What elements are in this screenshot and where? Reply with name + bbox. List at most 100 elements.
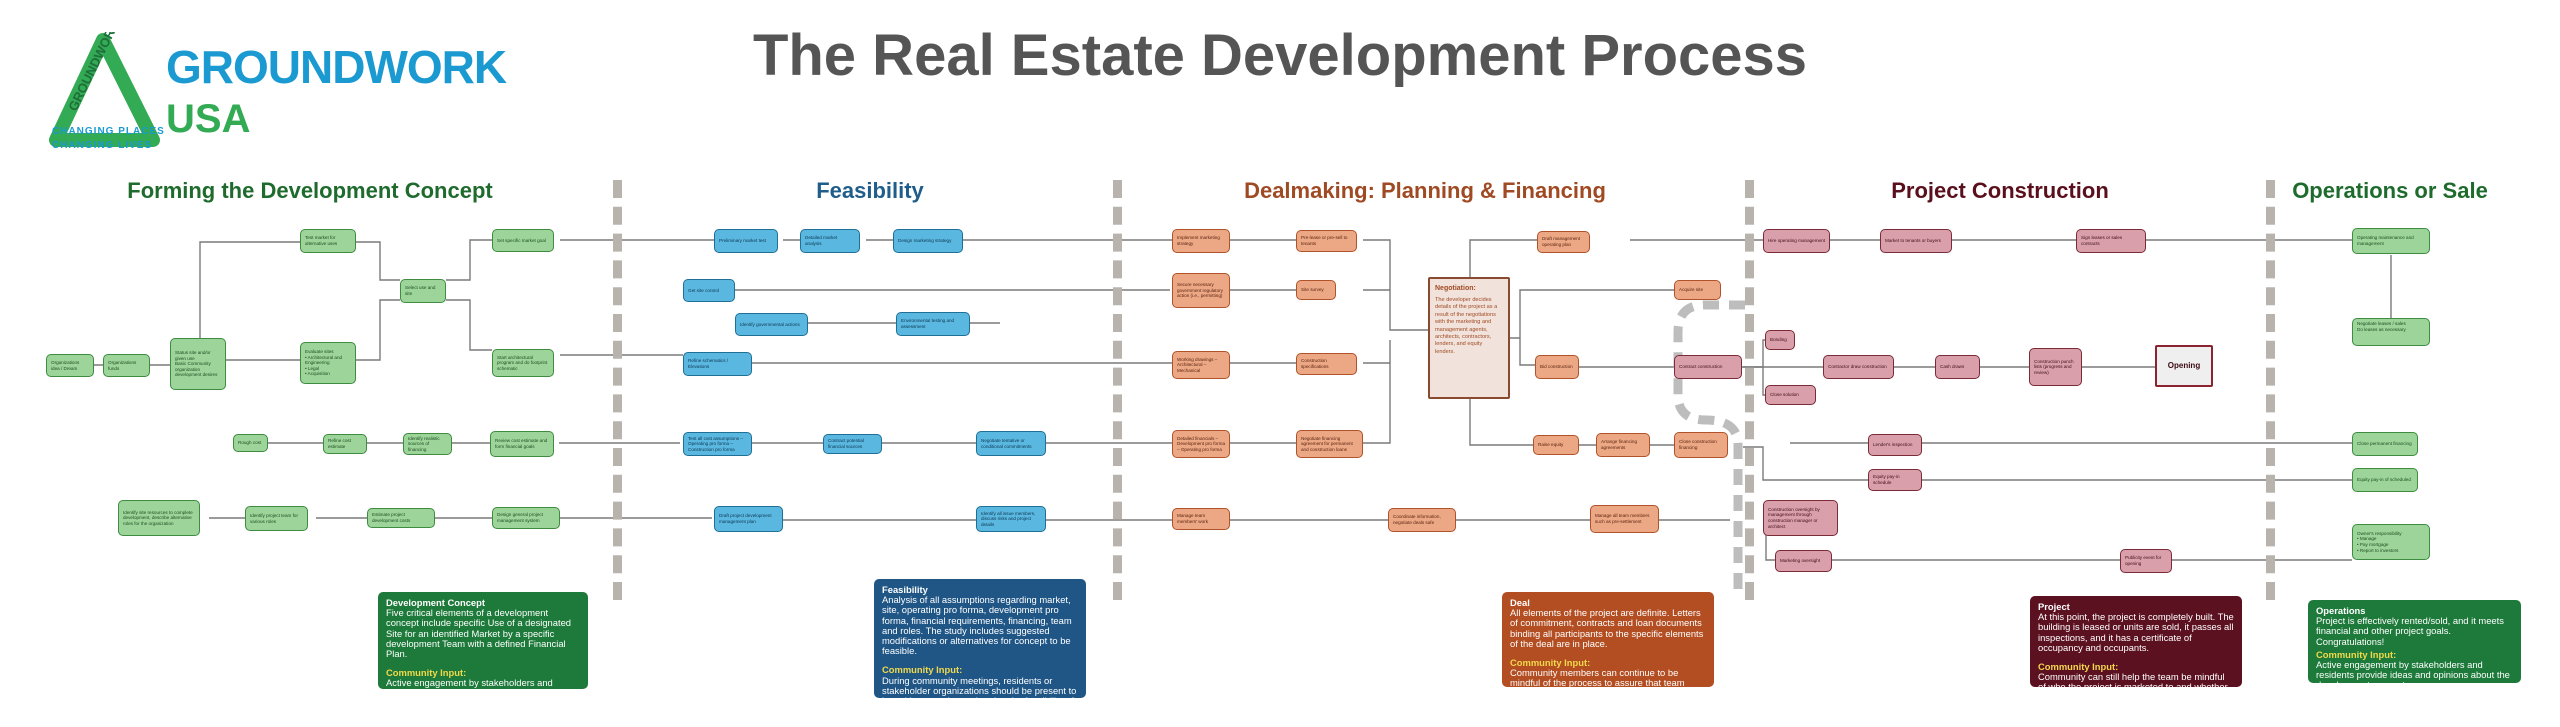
info-heading: Deal bbox=[1510, 597, 1530, 608]
info-community-label: Community Input: bbox=[2316, 648, 2397, 660]
step-node: Test market for alternative uses bbox=[300, 229, 356, 253]
step-node: Manage all team members such as pre-sett… bbox=[1590, 505, 1659, 533]
section-header-dealmaking: Dealmaking: Planning & Financing bbox=[1244, 178, 1606, 203]
step-node: Working drawings – Architectural – Mecha… bbox=[1172, 351, 1230, 379]
info-community-label: Community Input: bbox=[882, 664, 963, 676]
info-body: Five critical elements of a development … bbox=[386, 607, 572, 660]
step-node: Detailed market analysis bbox=[800, 229, 860, 253]
step-node: Rough cost bbox=[233, 434, 268, 452]
step-node: Raise equity bbox=[1533, 435, 1579, 455]
step-node: Bid construction bbox=[1535, 355, 1579, 379]
info-body: All elements of the project are definite… bbox=[1510, 607, 1704, 649]
opening-box: Opening bbox=[2155, 345, 2213, 387]
step-node: Identify all issue members, discuss risk… bbox=[976, 506, 1046, 532]
step-node: Marketing oversight bbox=[1775, 550, 1832, 572]
logo-tagline-2: CHANGING LIVES bbox=[52, 140, 153, 151]
step-node: Draft management operating plan bbox=[1537, 231, 1590, 253]
step-node: Manage team members' work bbox=[1172, 508, 1230, 530]
info-community-text: Active engagement by stakeholders and re… bbox=[2316, 659, 2510, 691]
step-node: Contract construction bbox=[1674, 355, 1742, 379]
info-box-development-concept: Development Concept Five critical elemen… bbox=[378, 592, 588, 708]
section-header-feasibility: Feasibility bbox=[816, 178, 924, 203]
step-node: Secure necessary government regulatory a… bbox=[1172, 273, 1230, 308]
step-node: Draft project development management pla… bbox=[714, 506, 783, 532]
phase-divider bbox=[613, 180, 622, 600]
step-node: Refine cost estimate bbox=[323, 434, 367, 454]
step-node: Start architectural program and do footp… bbox=[492, 349, 554, 377]
step-node: Test all cost assumptions – Operating pr… bbox=[683, 432, 752, 456]
info-box-deal: Deal All elements of the project are def… bbox=[1502, 592, 1714, 708]
info-box-project: Project At this point, the project is co… bbox=[2030, 596, 2242, 712]
logo-tagline-1: CHANGING PLACES bbox=[52, 126, 165, 137]
step-node: Close construction financing bbox=[1674, 432, 1728, 458]
step-node: Contract potential financial sources bbox=[823, 434, 882, 454]
section-header-concept: Forming the Development Concept bbox=[127, 178, 493, 203]
step-node: Owner's responsibility • Manage • Pay mo… bbox=[2352, 524, 2430, 560]
section-header-operations: Operations or Sale bbox=[2292, 178, 2488, 203]
step-node: Hire operating management bbox=[1763, 229, 1830, 253]
info-heading: Project bbox=[2038, 601, 2070, 612]
step-node: Identify realistic sources of financing bbox=[403, 433, 452, 455]
step-node: Lender's inspection bbox=[1868, 434, 1922, 456]
step-node: Negotiate tentative or conditional commi… bbox=[976, 431, 1046, 456]
info-heading: Development Concept bbox=[386, 597, 485, 608]
step-node: Operating maintenance and management bbox=[2352, 228, 2430, 254]
negotiation-heading: Negotiation: bbox=[1435, 285, 1476, 292]
info-community-text: Active engagement by stakeholders and re… bbox=[386, 677, 580, 709]
info-box-feasibility: Feasibility Analysis of all assumptions … bbox=[874, 579, 1086, 726]
step-node: Estimate project development costs bbox=[367, 508, 435, 528]
step-node: Design marketing strategy bbox=[893, 229, 963, 253]
step-node: Negotiate leases / sales Do leases as ne… bbox=[2352, 318, 2430, 346]
info-community-text: Community can still help the team be min… bbox=[2038, 671, 2228, 713]
step-node: Close solution bbox=[1765, 385, 1816, 405]
phase-divider bbox=[2266, 180, 2275, 600]
step-text: Do leases as necessary bbox=[2357, 326, 2406, 332]
step-node: Implement marketing strategy bbox=[1172, 229, 1230, 253]
step-node: Preliminary market test bbox=[714, 229, 778, 253]
step-node: Cash draws bbox=[1935, 355, 1980, 379]
step-node: Publicity event for opening bbox=[2120, 549, 2172, 573]
step-node: Evaluate sites • Architectural and Engin… bbox=[300, 342, 356, 384]
step-node: Negotiate financing agreement for perman… bbox=[1296, 430, 1363, 458]
step-node: Status site and/or given use Basic Commu… bbox=[170, 338, 226, 390]
section-header-construction: Project Construction bbox=[1891, 178, 2109, 203]
step-node: Arrange financing agreements bbox=[1596, 433, 1650, 457]
step-node: Identify governmental actions bbox=[735, 313, 808, 336]
step-node: Contractor draw construction bbox=[1823, 355, 1894, 379]
step-node: Select use and site bbox=[400, 279, 446, 303]
negotiation-text: The developer decides details of the pro… bbox=[1435, 297, 1498, 355]
info-community-text: Community members can continue to be min… bbox=[1510, 667, 1685, 709]
info-box-operations: Operations Project is effectively rented… bbox=[2308, 600, 2521, 690]
step-node: Organizations idea / Dream bbox=[46, 354, 94, 377]
step-node: Pre-lease or pre-sell to tenants bbox=[1296, 230, 1357, 252]
step-node: Get site control bbox=[683, 279, 735, 302]
info-body: Project is effectively rented/sold, and … bbox=[2316, 615, 2504, 647]
info-community-label: Community Input: bbox=[386, 667, 467, 679]
page-title: The Real Estate Development Process bbox=[752, 23, 1808, 88]
step-node: Refine schematics / Elevations bbox=[683, 352, 752, 376]
step-node: Construction punch lists (progress and r… bbox=[2029, 348, 2082, 386]
step-node: Close permanent financing bbox=[2352, 432, 2418, 456]
step-node: Environmental testing and assessment bbox=[896, 312, 970, 336]
step-node: Construction oversight by management thr… bbox=[1763, 500, 1838, 536]
step-node: Identify project team for various roles bbox=[245, 506, 308, 531]
info-body: Analysis of all assumptions regarding ma… bbox=[882, 594, 1072, 657]
phase-divider bbox=[1745, 180, 1754, 600]
info-body: At this point, the project is completely… bbox=[2038, 611, 2234, 653]
step-node: Organizations funds bbox=[103, 354, 150, 377]
info-community-label: Community Input: bbox=[1510, 657, 1591, 669]
logo-wordmark-groundwork: GROUNDWORK bbox=[166, 41, 507, 93]
step-node: Acquire site bbox=[1674, 280, 1721, 300]
step-node: Detailed financials – Development pro fo… bbox=[1172, 430, 1230, 458]
step-node: Construction specifications bbox=[1296, 353, 1357, 375]
info-community-text: During community meetings, residents or … bbox=[882, 674, 1077, 727]
step-node: Market to tenants or buyers bbox=[1880, 229, 1952, 253]
step-node: Equity pay-in schedule bbox=[1868, 469, 1922, 491]
step-node: Bonding bbox=[1765, 330, 1795, 350]
info-community-label: Community Input: bbox=[2038, 661, 2119, 673]
step-node: Sign leases or sales contracts bbox=[2076, 229, 2146, 253]
step-node: Coordinate information, negotiate deals … bbox=[1388, 508, 1456, 532]
info-heading: Feasibility bbox=[882, 584, 928, 595]
step-node: Review cost estimate and form financial … bbox=[490, 431, 554, 457]
